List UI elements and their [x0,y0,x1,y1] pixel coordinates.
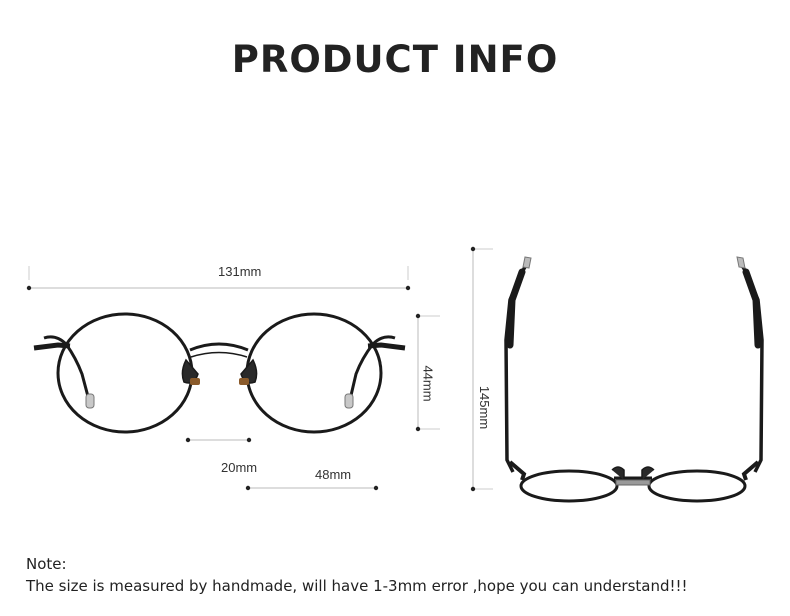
dimension-lines [26,246,493,492]
total-width-label: 131mm [218,264,262,279]
temple-length-label: 145mm [477,385,493,430]
note-text: The size is measured by handmade, will h… [26,577,688,595]
front-view-glasses [33,312,406,434]
note-label: Note: [26,555,67,573]
page-title: PRODUCT INFO [231,38,559,81]
bridge-width-label: 20mm [221,460,258,475]
lens-height-label: 44mm [420,365,436,402]
top-view-glasses [504,256,764,503]
lens-width-label: 48mm [315,467,352,482]
